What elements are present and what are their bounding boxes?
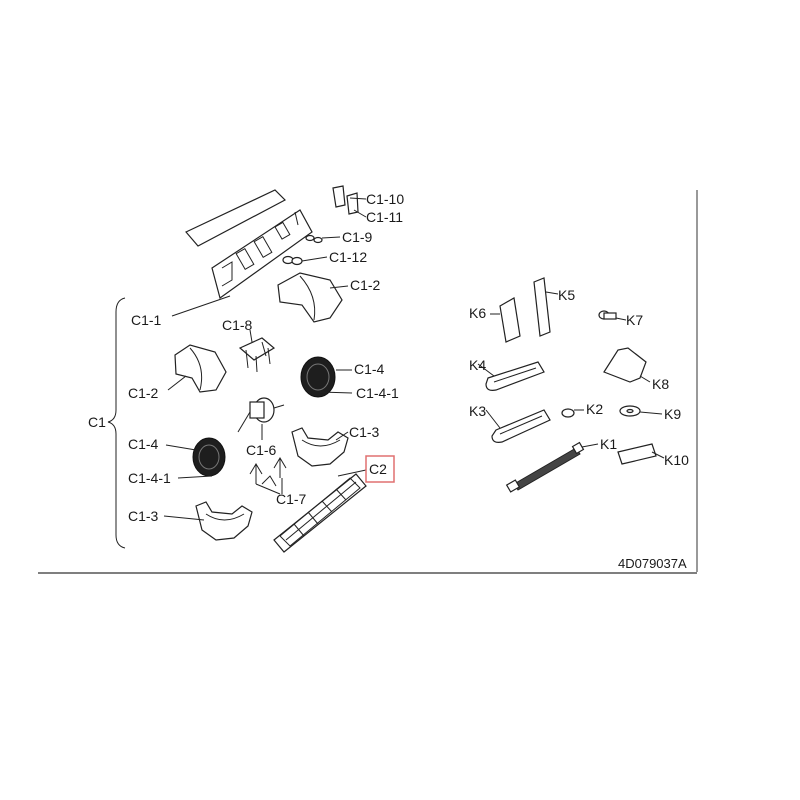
label-k5: K5 bbox=[558, 287, 575, 303]
label-c1-4-1-upper: C1-4-1 bbox=[356, 385, 399, 401]
tag-part bbox=[617, 443, 657, 465]
half-housing-upper bbox=[291, 427, 349, 467]
fan-motor-part bbox=[237, 397, 285, 433]
label-c1-10: C1-10 bbox=[366, 191, 404, 207]
strip-part bbox=[533, 277, 551, 337]
half-housing-lower bbox=[195, 501, 253, 541]
c1-brace bbox=[107, 297, 126, 549]
label-k7: K7 bbox=[626, 312, 643, 328]
control-panel-part bbox=[185, 189, 313, 299]
drain-hose-part bbox=[505, 441, 585, 493]
label-k10: K10 bbox=[664, 452, 689, 468]
nut-part bbox=[282, 255, 303, 266]
label-k6: K6 bbox=[469, 305, 486, 321]
label-c1-4-lower: C1-4 bbox=[128, 436, 159, 452]
drain-pan-upper bbox=[485, 361, 545, 391]
bracket-part-top bbox=[332, 185, 359, 215]
label-k1: K1 bbox=[600, 436, 617, 452]
label-c2: C2 bbox=[369, 461, 387, 477]
clamp-ring-part bbox=[603, 347, 647, 383]
label-c1: C1 bbox=[88, 414, 106, 430]
label-c1-1: C1-1 bbox=[131, 312, 162, 328]
label-c1-7: C1-7 bbox=[276, 491, 307, 507]
label-k4: K4 bbox=[469, 357, 486, 373]
hose-clamp-part bbox=[561, 408, 575, 418]
label-k2: K2 bbox=[586, 401, 603, 417]
label-c1-2-lower: C1-2 bbox=[128, 385, 159, 401]
fan-wheel-lower bbox=[192, 437, 226, 477]
air-filter-part bbox=[273, 473, 367, 553]
drain-pan-lower bbox=[491, 409, 551, 443]
scroll-housing-lower bbox=[174, 344, 227, 393]
fan-wheel-upper bbox=[300, 356, 336, 398]
label-c1-6: C1-6 bbox=[246, 442, 277, 458]
label-c1-12: C1-12 bbox=[329, 249, 367, 265]
label-c1-8: C1-8 bbox=[222, 317, 253, 333]
label-k3: K3 bbox=[469, 403, 486, 419]
label-c1-4-1-lower: C1-4-1 bbox=[128, 470, 171, 486]
label-k9: K9 bbox=[664, 406, 681, 422]
label-c1-2-upper: C1-2 bbox=[350, 277, 381, 293]
screw-part bbox=[598, 310, 617, 320]
label-c1-3-upper: C1-3 bbox=[349, 424, 380, 440]
washer-part bbox=[619, 405, 641, 417]
c2-highlight-box bbox=[365, 455, 395, 483]
label-c1-11: C1-11 bbox=[366, 209, 403, 225]
label-c1-9: C1-9 bbox=[342, 229, 373, 245]
drawing-code: 4D079037A bbox=[618, 556, 687, 571]
label-c1-3-lower: C1-3 bbox=[128, 508, 159, 524]
label-k8: K8 bbox=[652, 376, 669, 392]
ring-part bbox=[305, 234, 315, 242]
pad-part bbox=[499, 297, 521, 343]
label-c1-4-upper: C1-4 bbox=[354, 361, 385, 377]
motor-bracket-part bbox=[238, 337, 276, 373]
scroll-housing-upper bbox=[277, 272, 343, 323]
clip-parts bbox=[249, 457, 287, 487]
